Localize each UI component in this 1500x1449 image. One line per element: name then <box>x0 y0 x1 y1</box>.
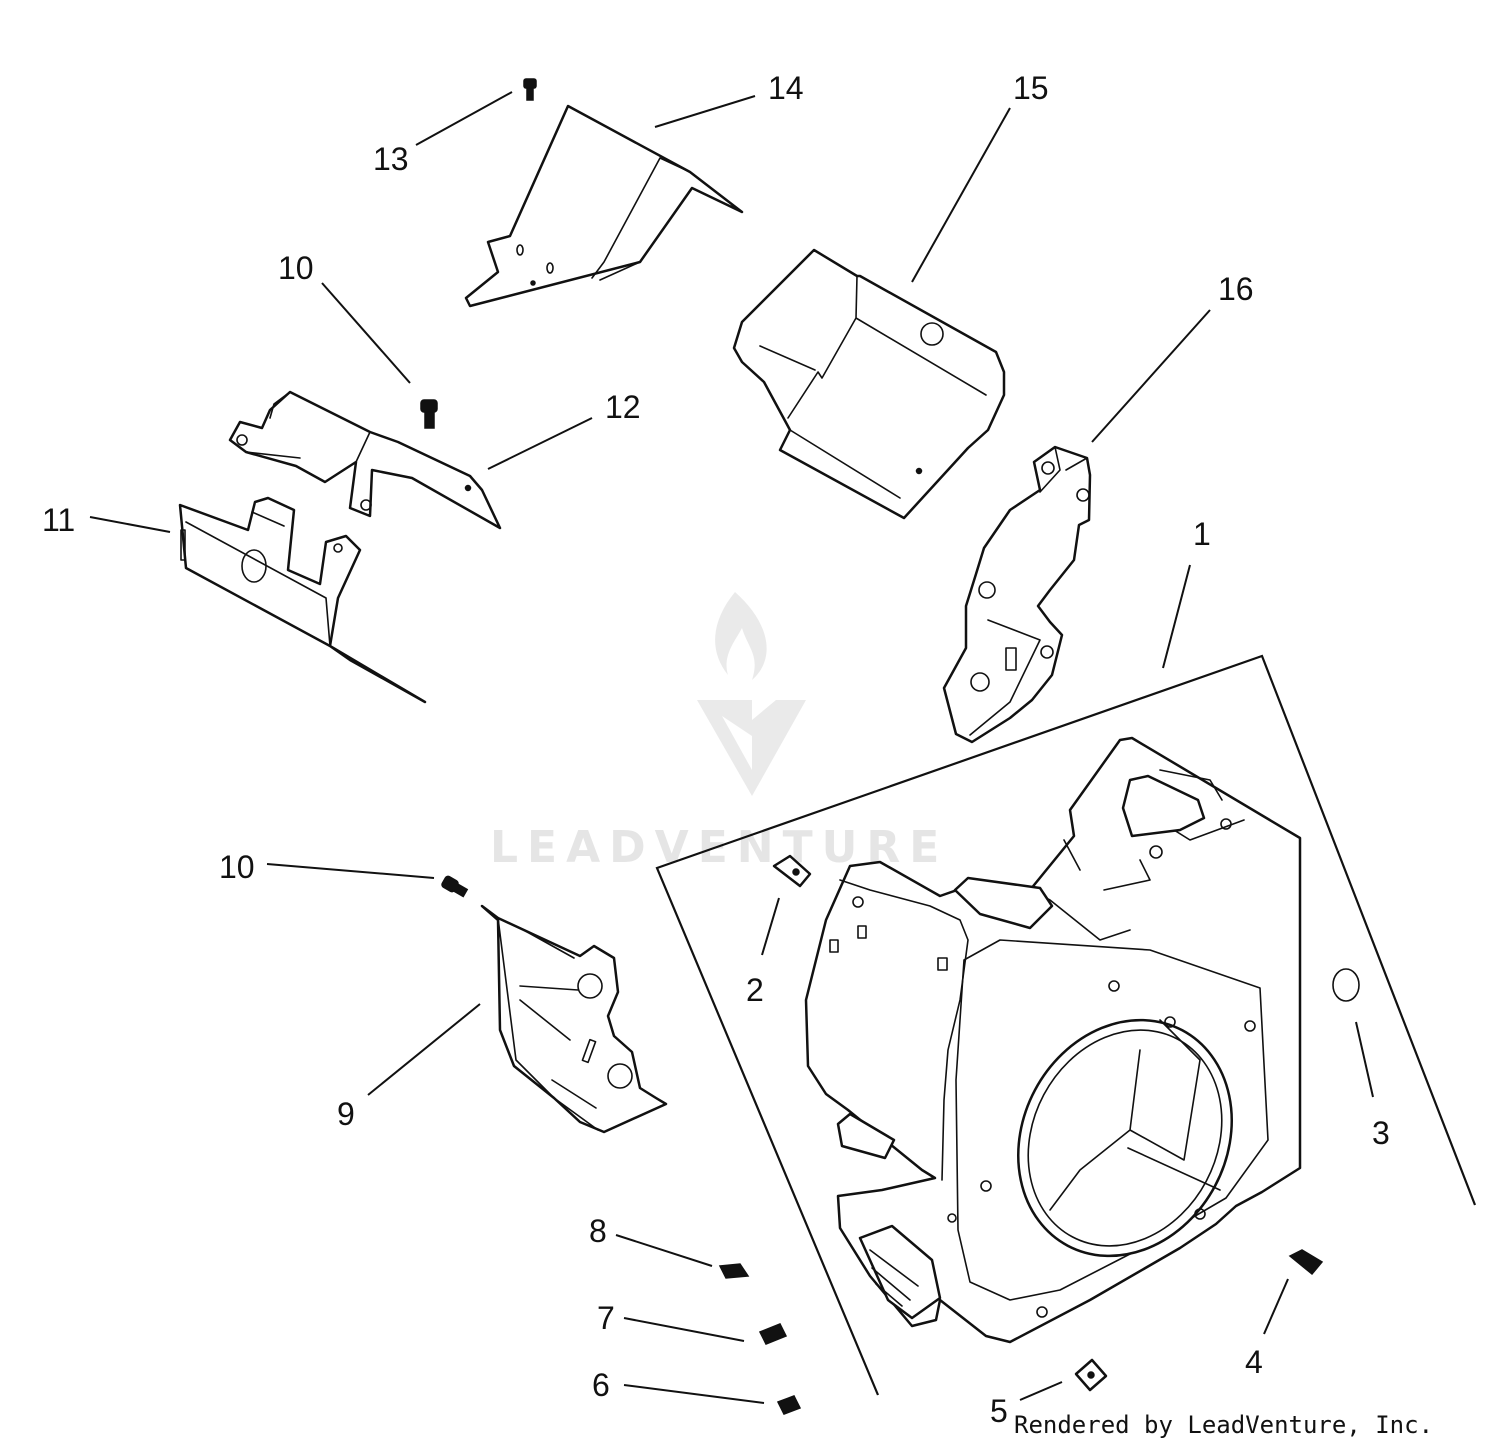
part-2-clip-nut <box>772 854 812 888</box>
callout-7: 7 <box>597 1300 615 1336</box>
callout-14: 14 <box>768 70 804 106</box>
leader-10b <box>266 863 435 879</box>
callout-10b: 10 <box>219 849 255 885</box>
watermark-logo <box>697 592 806 796</box>
assembly-frame <box>655 654 1477 1396</box>
leader-2 <box>761 897 780 956</box>
callout-2: 2 <box>746 972 764 1008</box>
leader-14 <box>654 95 756 128</box>
callout-5: 5 <box>990 1393 1008 1429</box>
leader-1 <box>1162 564 1191 669</box>
callout-13: 13 <box>373 141 409 177</box>
callout-labels: 1 2 3 4 5 6 7 8 9 10 10 11 12 13 14 15 1… <box>42 70 1390 1429</box>
leader-10a <box>321 282 411 384</box>
part-1-blower-housing <box>804 736 1302 1344</box>
part-6-screw <box>776 1395 802 1415</box>
part-11-baffle <box>178 496 427 704</box>
part-8-screw <box>718 1263 750 1279</box>
leader-15 <box>911 107 1011 283</box>
part-7-screw <box>758 1323 788 1345</box>
leader-16 <box>1091 309 1211 443</box>
part-4-stud <box>1288 1249 1324 1276</box>
leader-9 <box>367 1003 481 1096</box>
part-14-upper-shroud <box>464 104 744 308</box>
leader-12 <box>487 417 593 470</box>
leader-13 <box>415 91 513 146</box>
leader-4 <box>1263 1278 1289 1335</box>
credit-text: Rendered by LeadVenture, Inc. <box>1014 1411 1433 1439</box>
callout-6: 6 <box>592 1367 610 1403</box>
part-16-bracket <box>942 445 1092 744</box>
callout-12: 12 <box>605 389 641 425</box>
part-10b-screw <box>441 875 469 898</box>
part-5-clip-nut <box>1074 1358 1108 1392</box>
callout-3: 3 <box>1372 1115 1390 1151</box>
part-12-baffle <box>228 390 502 530</box>
leader-5 <box>1019 1381 1063 1401</box>
leader-7 <box>623 1317 745 1342</box>
leader-6 <box>623 1384 765 1404</box>
part-15-shroud <box>732 248 1006 520</box>
leader-8 <box>615 1234 713 1267</box>
part-9-side-bracket <box>480 904 668 1134</box>
callout-8: 8 <box>589 1213 607 1249</box>
callout-10a: 10 <box>278 250 314 286</box>
leader-11 <box>89 516 171 533</box>
callout-1: 1 <box>1193 516 1211 552</box>
part-13-screw <box>523 78 537 101</box>
leader-lines <box>89 91 1374 1404</box>
leader-3 <box>1355 1021 1374 1098</box>
callout-4: 4 <box>1245 1344 1263 1380</box>
callout-16: 16 <box>1218 271 1254 307</box>
callout-11: 11 <box>42 502 75 538</box>
callout-15: 15 <box>1013 70 1049 106</box>
callout-9: 9 <box>337 1096 355 1132</box>
part-10a-screw <box>420 399 438 429</box>
part-3-grommet <box>1332 968 1360 1002</box>
